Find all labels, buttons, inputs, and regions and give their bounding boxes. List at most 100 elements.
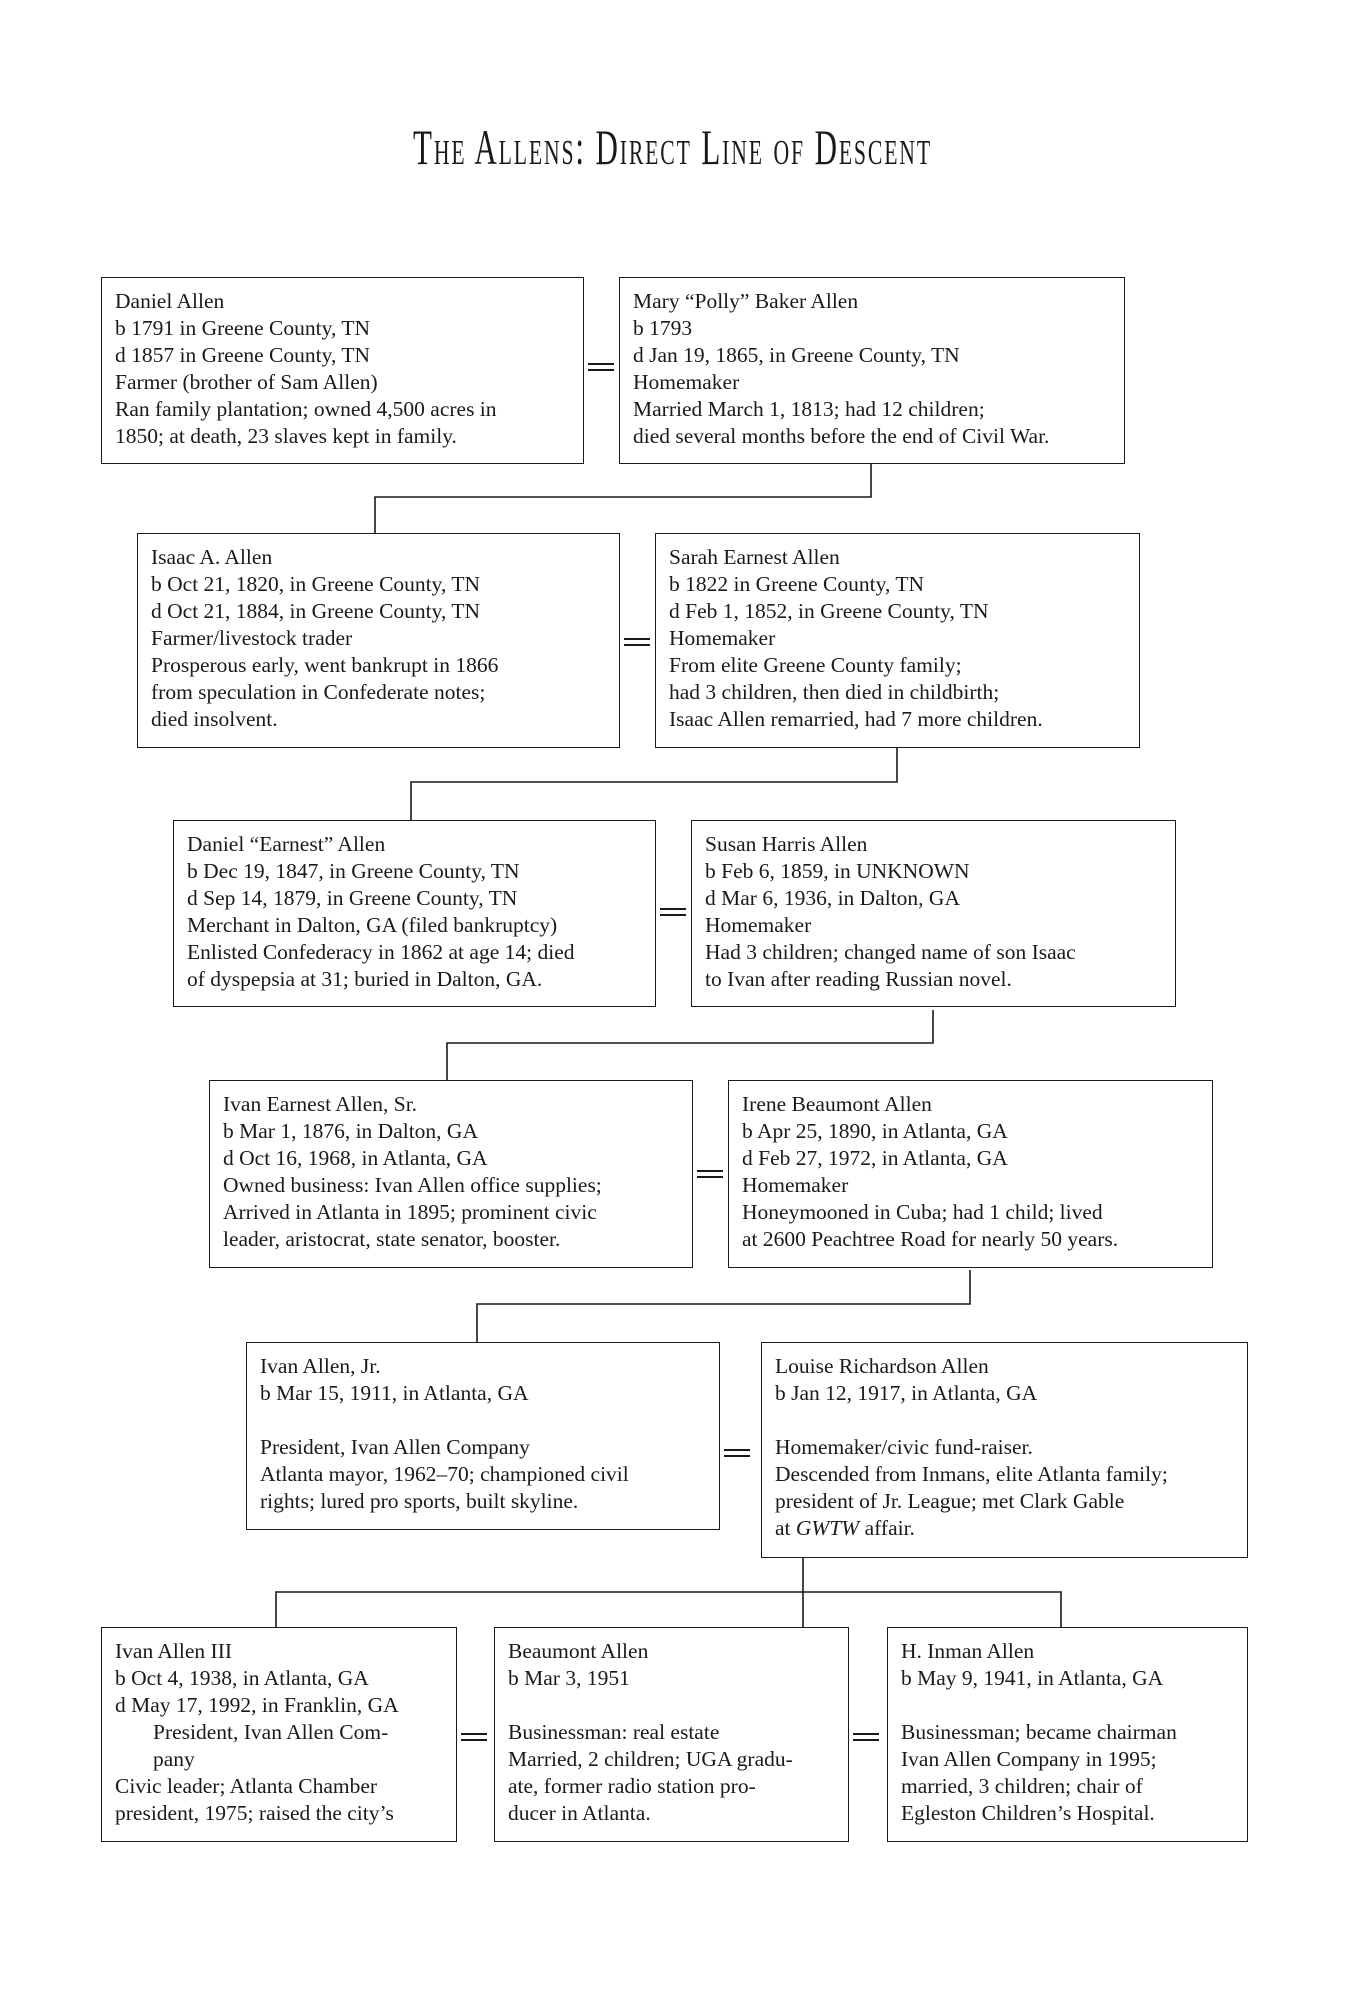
- note-line: to Ivan after reading Russian novel.: [705, 967, 1012, 991]
- person-name: H. Inman Allen: [901, 1639, 1035, 1663]
- marriage-symbol: [724, 1449, 750, 1457]
- occupation: President, Ivan Allen Com-: [153, 1720, 389, 1744]
- note-line: had 3 children, then died in childbirth;: [669, 680, 1000, 704]
- note-line: Arrived in Atlanta in 1895; prominent ci…: [223, 1200, 597, 1224]
- death-info: d 1857 in Greene County, TN: [115, 343, 370, 367]
- person-name: Isaac A. Allen: [151, 545, 273, 569]
- person-name: Sarah Earnest Allen: [669, 545, 840, 569]
- note-line: Married, 2 children; UGA gradu-: [508, 1747, 793, 1771]
- note-line: president of Jr. League; met Clark Gable: [775, 1489, 1125, 1513]
- spouse-box-mary-baker-allen: Mary “Polly” Baker Allen b 1793 d Jan 19…: [619, 277, 1125, 464]
- marriage-symbol: [588, 363, 614, 371]
- note-line: Prosperous early, went bankrupt in 1866: [151, 653, 499, 677]
- descent-line-gen4: [476, 1270, 971, 1342]
- occupation: Homemaker/civic fund-raiser.: [775, 1435, 1033, 1459]
- birth-info: b Mar 3, 1951: [508, 1666, 630, 1690]
- occupation: Homemaker: [742, 1173, 849, 1197]
- note-line: died several months before the end of Ci…: [633, 424, 1050, 448]
- note-line: died insolvent.: [151, 707, 278, 731]
- occupation: pany: [153, 1747, 195, 1771]
- gwtw-abbrev: GWTW: [795, 1516, 860, 1540]
- note-line: ate, former radio station pro-: [508, 1774, 756, 1798]
- note-line: Married March 1, 1813; had 12 children;: [633, 397, 985, 421]
- note-line: Atlanta mayor, 1962–70; championed civil: [260, 1462, 629, 1486]
- person-name: Irene Beaumont Allen: [742, 1092, 932, 1116]
- spouse-box-irene-beaumont-allen: Irene Beaumont Allen b Apr 25, 1890, in …: [728, 1080, 1213, 1268]
- note-line: at GWTW affair.: [775, 1515, 1234, 1542]
- note-line: 1850; at death, 23 slaves kept in family…: [115, 424, 457, 448]
- occupation: Owned business: Ivan Allen office suppli…: [223, 1173, 602, 1197]
- birth-info: b Feb 6, 1859, in UNKNOWN: [705, 859, 970, 883]
- descent-line-gen2: [410, 748, 898, 820]
- note-line: leader, aristocrat, state senator, boost…: [223, 1227, 561, 1251]
- birth-info: b 1822 in Greene County, TN: [669, 572, 924, 596]
- note-line: from speculation in Confederate notes;: [151, 680, 486, 704]
- child-box-h-inman-allen: H. Inman Allen b May 9, 1941, in Atlanta…: [887, 1627, 1248, 1842]
- occupation: President, Ivan Allen Company: [260, 1435, 530, 1459]
- note-line: Isaac Allen remarried, had 7 more childr…: [669, 707, 1043, 731]
- note-suffix: affair.: [859, 1516, 915, 1540]
- sibling-symbol: [853, 1733, 879, 1741]
- death-info: d Oct 16, 1968, in Atlanta, GA: [223, 1146, 488, 1170]
- person-name: Ivan Earnest Allen, Sr.: [223, 1092, 418, 1116]
- descent-line-gen5: [275, 1558, 1062, 1627]
- child-box-ivan-allen-iii: Ivan Allen III b Oct 4, 1938, in Atlanta…: [101, 1627, 457, 1842]
- birth-info: b Mar 15, 1911, in Atlanta, GA: [260, 1381, 529, 1405]
- page-title: The Allens: Direct Line of Descent: [413, 119, 932, 175]
- note-line: married, 3 children; chair of: [901, 1774, 1143, 1798]
- note-line: Ran family plantation; owned 4,500 acres…: [115, 397, 497, 421]
- spouse-box-sarah-earnest-allen: Sarah Earnest Allen b 1822 in Greene Cou…: [655, 533, 1140, 748]
- birth-info: b 1791 in Greene County, TN: [115, 316, 370, 340]
- occupation: Farmer (brother of Sam Allen): [115, 370, 378, 394]
- note-prefix: at: [775, 1516, 796, 1540]
- death-info: d Feb 1, 1852, in Greene County, TN: [669, 599, 989, 623]
- person-box-ivan-earnest-allen-sr: Ivan Earnest Allen, Sr. b Mar 1, 1876, i…: [209, 1080, 693, 1268]
- note-line: Civic leader; Atlanta Chamber: [115, 1774, 378, 1798]
- birth-info: b Apr 25, 1890, in Atlanta, GA: [742, 1119, 1008, 1143]
- spouse-box-louise-richardson-allen: Louise Richardson Allen b Jan 12, 1917, …: [761, 1342, 1248, 1558]
- child-box-beaumont-allen: Beaumont Allen b Mar 3, 1951 Businessman…: [494, 1627, 849, 1842]
- note-line: at 2600 Peachtree Road for nearly 50 yea…: [742, 1227, 1119, 1251]
- marriage-symbol: [660, 908, 686, 916]
- death-info: d Mar 6, 1936, in Dalton, GA: [705, 886, 960, 910]
- birth-info: b Mar 1, 1876, in Dalton, GA: [223, 1119, 478, 1143]
- occupation: Farmer/livestock trader: [151, 626, 353, 650]
- sibling-symbol: [461, 1733, 487, 1741]
- person-name: Daniel “Earnest” Allen: [187, 832, 386, 856]
- birth-info: b 1793: [633, 316, 693, 340]
- occupation: Homemaker: [633, 370, 740, 394]
- note-line: Descended from Inmans, elite Atlanta fam…: [775, 1462, 1168, 1486]
- person-box-ivan-allen-jr: Ivan Allen, Jr. b Mar 15, 1911, in Atlan…: [246, 1342, 720, 1530]
- note-line: Ivan Allen Company in 1995;: [901, 1747, 1157, 1771]
- blank-line: [775, 1407, 1234, 1434]
- note-line: Had 3 children; changed name of son Isaa…: [705, 940, 1076, 964]
- birth-info: b Oct 4, 1938, in Atlanta, GA: [115, 1666, 369, 1690]
- person-box-isaac-allen: Isaac A. Allen b Oct 21, 1820, in Greene…: [137, 533, 620, 748]
- marriage-symbol: [624, 638, 650, 646]
- descent-line-gen3: [446, 1010, 934, 1080]
- note-line: Honeymooned in Cuba; had 1 child; lived: [742, 1200, 1103, 1224]
- note-line: Egleston Children’s Hospital.: [901, 1801, 1155, 1825]
- note-line: From elite Greene County family;: [669, 653, 962, 677]
- person-name: Louise Richardson Allen: [775, 1354, 989, 1378]
- death-info: d Oct 21, 1884, in Greene County, TN: [151, 599, 481, 623]
- death-info: d Jan 19, 1865, in Greene County, TN: [633, 343, 960, 367]
- birth-info: b Oct 21, 1820, in Greene County, TN: [151, 572, 481, 596]
- birth-info: b Dec 19, 1847, in Greene County, TN: [187, 859, 520, 883]
- person-name: Susan Harris Allen: [705, 832, 868, 856]
- blank-line: [260, 1407, 706, 1434]
- note-line: Enlisted Confederacy in 1862 at age 14; …: [187, 940, 575, 964]
- occupation: Businessman; became chairman: [901, 1720, 1177, 1744]
- note-line: ducer in Atlanta.: [508, 1801, 651, 1825]
- person-name: Daniel Allen: [115, 289, 225, 313]
- person-box-daniel-allen: Daniel Allen b 1791 in Greene County, TN…: [101, 277, 584, 464]
- birth-info: b May 9, 1941, in Atlanta, GA: [901, 1666, 1164, 1690]
- descent-line-gen1: [374, 463, 872, 533]
- occupation: Businessman: real estate: [508, 1720, 720, 1744]
- death-info: d May 17, 1992, in Franklin, GA: [115, 1693, 399, 1717]
- occupation: Homemaker: [669, 626, 776, 650]
- person-name: Ivan Allen III: [115, 1639, 233, 1663]
- note-line: president, 1975; raised the city’s: [115, 1801, 394, 1825]
